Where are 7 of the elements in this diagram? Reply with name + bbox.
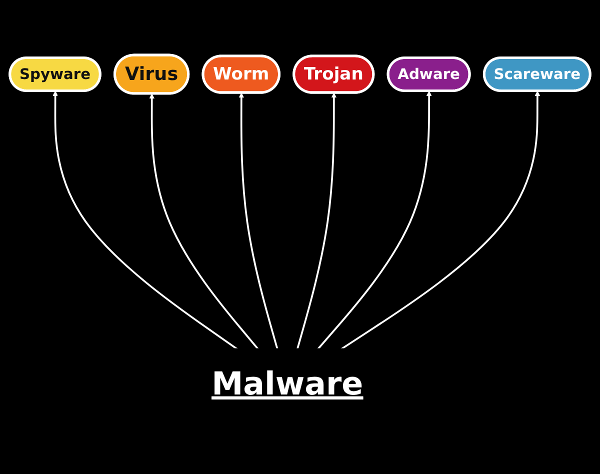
node-text: Malware: [212, 366, 364, 403]
arrow: [316, 90, 432, 350]
arrow: [52, 90, 238, 350]
arrow: [238, 92, 278, 350]
arrow: [149, 94, 260, 350]
arrow: [340, 90, 540, 350]
arrow: [296, 92, 337, 350]
